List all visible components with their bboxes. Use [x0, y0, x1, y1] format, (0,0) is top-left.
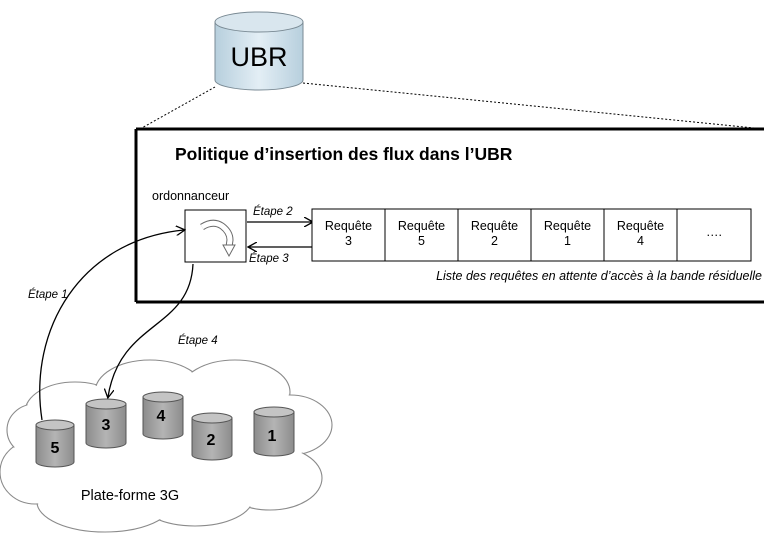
- queue-cell-number: 4: [637, 234, 644, 248]
- queue-cell-title: Requête: [398, 219, 445, 233]
- queue-cell-number: 1: [564, 234, 571, 248]
- cylinder-number: 2: [207, 432, 216, 449]
- policy-frame: [134, 127, 764, 304]
- cylinder-4: 4: [142, 391, 184, 440]
- step1-label: Étape 1: [28, 288, 68, 301]
- request-queue: Requête 3 Requête 5 Requête 2 Requête 1 …: [311, 208, 752, 262]
- queue-cell: Requête 3: [325, 219, 372, 248]
- policy-title: Politique d’insertion des flux dans l’UB…: [175, 144, 513, 164]
- step2-label: Étape 2: [253, 205, 293, 218]
- scheduler-box: [184, 209, 247, 263]
- queue-cell-title: Requête: [544, 219, 591, 233]
- cylinder-number: 1: [268, 428, 277, 445]
- ubr-database: UBR: [214, 11, 304, 91]
- cylinder-3: 3: [85, 398, 127, 449]
- queue-cell: Requête 4: [617, 219, 664, 248]
- rotate-arrow-icon: [200, 219, 236, 258]
- queue-cell: Requête 1: [544, 219, 591, 248]
- queue-cell-title: Requête: [617, 219, 664, 233]
- ubr-label: UBR: [230, 42, 287, 72]
- step4-label: Étape 4: [178, 334, 218, 347]
- scheduler-label: ordonnanceur: [152, 189, 229, 203]
- step1-arrow: [39, 230, 184, 421]
- queue-cell-number: 5: [418, 234, 425, 248]
- cylinder-1: 1: [253, 406, 295, 457]
- step3-label: Étape 3: [249, 252, 289, 265]
- zoom-line-left: [139, 86, 216, 130]
- queue-cell: Requête 2: [471, 219, 518, 248]
- cylinder-number: 4: [157, 408, 166, 425]
- cylinder-number: 5: [51, 440, 60, 457]
- queue-cell-ellipsis: ….: [706, 225, 722, 239]
- queue-caption: Liste des requêtes en attente d’accès à …: [436, 269, 762, 283]
- queue-cell-number: 3: [345, 234, 352, 248]
- cylinder-5: 5: [35, 419, 75, 468]
- queue-cell: Requête 5: [398, 219, 445, 248]
- queue-cell-title: Requête: [325, 219, 372, 233]
- zoom-line-right: [302, 82, 764, 130]
- cylinder-number: 3: [102, 417, 111, 434]
- queue-cell-number: 2: [491, 234, 498, 248]
- queue-ellipsis: ….: [706, 225, 722, 239]
- platform-label: Plate-forme 3G: [81, 488, 179, 504]
- queue-cell-title: Requête: [471, 219, 518, 233]
- cylinder-2: 2: [191, 412, 233, 461]
- step4-arrow: [108, 263, 194, 397]
